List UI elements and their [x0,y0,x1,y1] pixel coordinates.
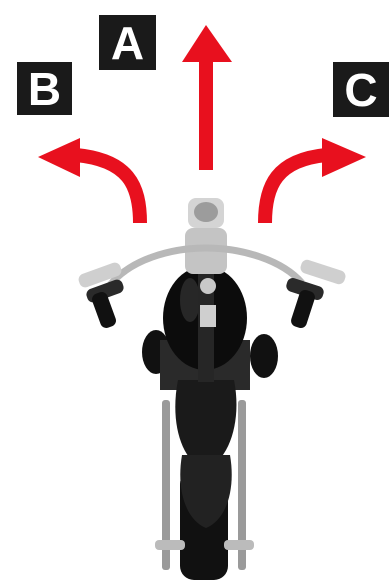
direction-label-c-text: C [344,63,378,116]
direction-label-b: B [17,62,72,115]
arrow-curve-right-icon [258,138,366,224]
direction-label-a: A [99,15,156,70]
arrow-curve-left-icon [38,138,147,224]
direction-label-a-text: A [110,16,145,69]
direction-label-c: C [333,62,389,117]
arrow-up-icon [182,25,232,170]
motorcycle-illustration [78,198,346,580]
direction-label-b-text: B [27,62,62,115]
